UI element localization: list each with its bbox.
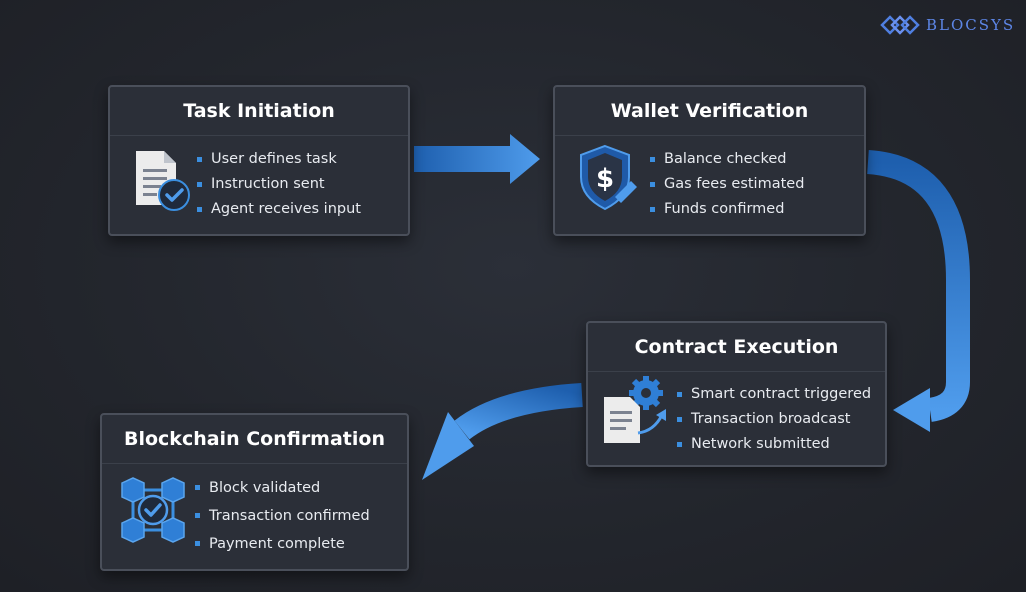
step-card-blockchain-confirmation: Blockchain Confirmation Block validated … [100, 413, 409, 571]
step-item: Gas fees estimated [650, 172, 804, 197]
step-item: Agent receives input [197, 197, 361, 222]
step-item: Network submitted [677, 432, 871, 457]
document-check-icon [132, 147, 194, 217]
arrow-1-to-2 [414, 134, 540, 184]
shield-dollar-icon: $ [577, 143, 639, 217]
arrow-2-to-3 [866, 150, 970, 432]
brand-logo: BLOCSYS [880, 12, 1015, 38]
step-card-wallet-verification: Wallet Verification $ Balance checked Ga… [553, 85, 866, 236]
step-item: Transaction broadcast [677, 407, 871, 432]
step-title: Task Initiation [110, 87, 408, 136]
step-item: Balance checked [650, 147, 804, 172]
step-item: Payment complete [195, 530, 370, 558]
step-card-contract-execution: Contract Execution Smart contra [586, 321, 887, 467]
step-card-task-initiation: Task Initiation User defines task Instru… [108, 85, 410, 236]
step-title: Contract Execution [588, 323, 885, 372]
step-item: Instruction sent [197, 172, 361, 197]
step-item: Block validated [195, 474, 370, 502]
step-title: Wallet Verification [555, 87, 864, 136]
step-items: Balance checked Gas fees estimated Funds… [650, 147, 804, 222]
step-title: Blockchain Confirmation [102, 415, 407, 464]
step-items: User defines task Instruction sent Agent… [197, 147, 361, 222]
diamond-link-logo-icon [880, 15, 920, 35]
step-item: User defines task [197, 147, 361, 172]
block-network-icon [118, 475, 188, 551]
step-item: Funds confirmed [650, 197, 804, 222]
step-items: Block validated Transaction confirmed Pa… [195, 474, 370, 558]
step-items: Smart contract triggered Transaction bro… [677, 382, 871, 457]
step-item: Smart contract triggered [677, 382, 871, 407]
gear-document-icon [602, 375, 672, 451]
svg-text:$: $ [596, 164, 614, 194]
step-item: Transaction confirmed [195, 502, 370, 530]
arrow-3-to-4 [422, 383, 583, 480]
brand-name: BLOCSYS [926, 16, 1016, 34]
